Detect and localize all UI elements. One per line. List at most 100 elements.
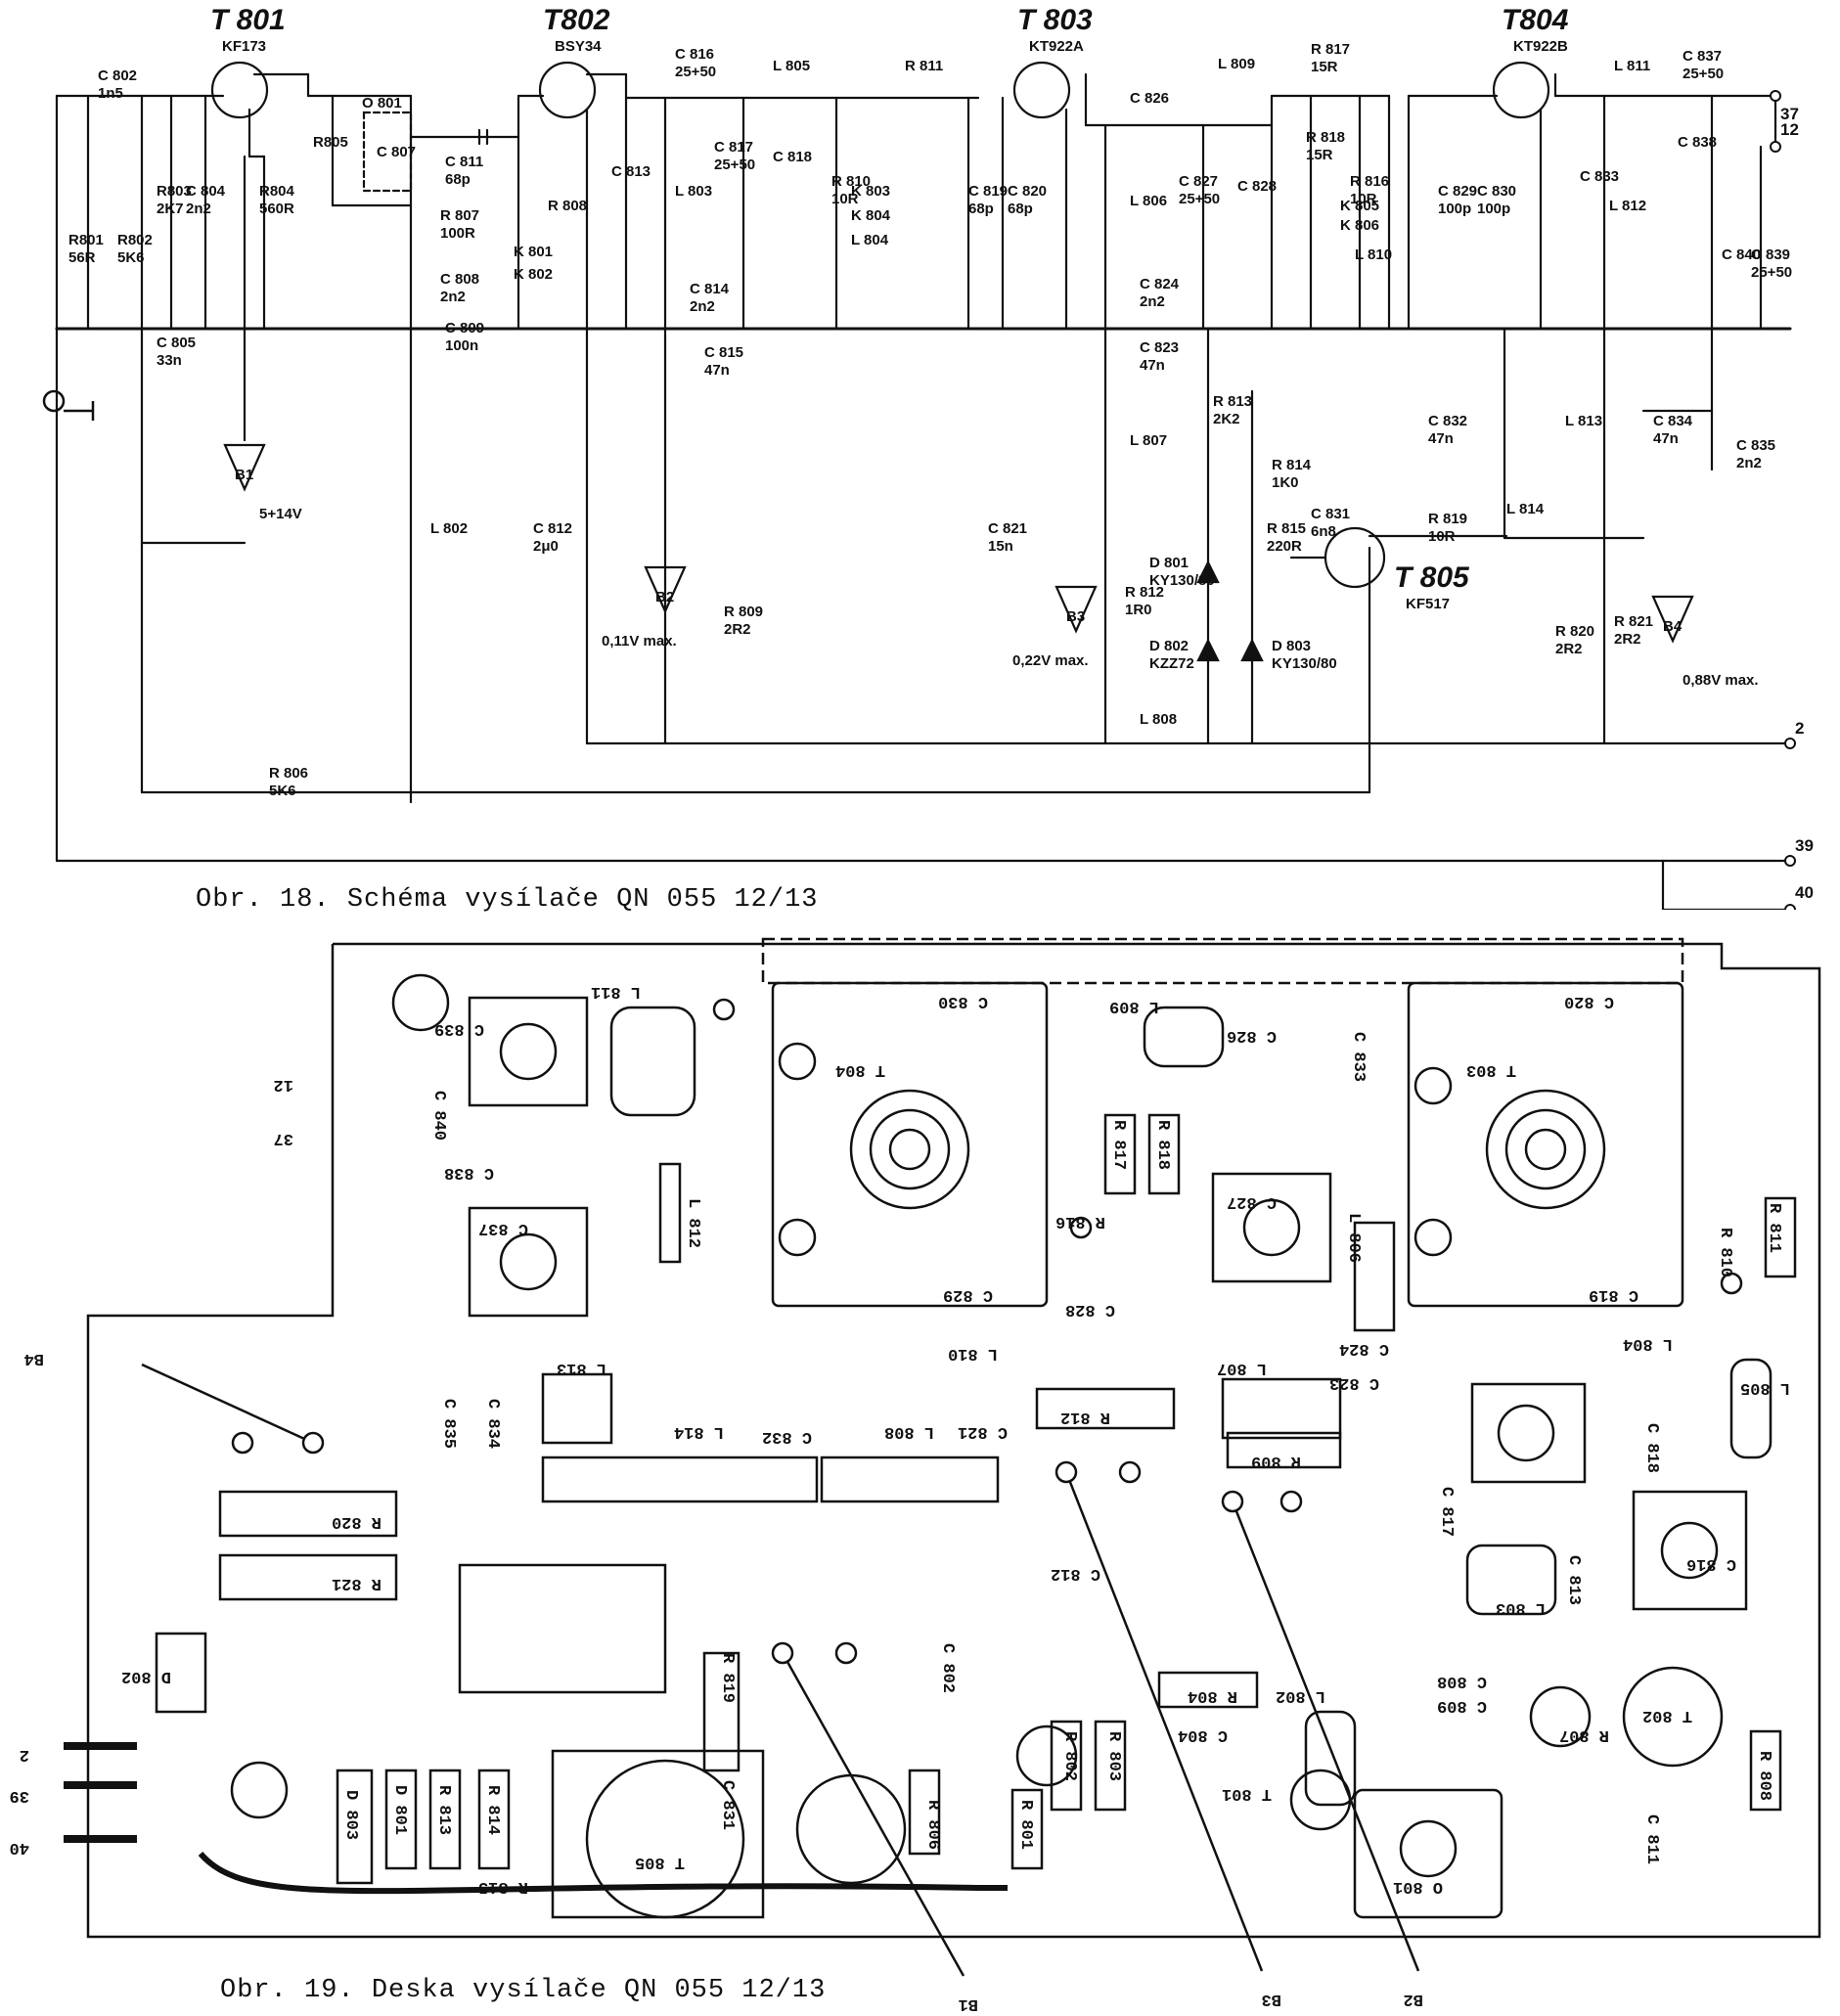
- board-label: R 817: [1109, 1120, 1128, 1170]
- board-label: L 813: [557, 1359, 606, 1377]
- component-ref: C 821: [988, 520, 1027, 537]
- component-value: 100p: [1477, 201, 1510, 217]
- board-label: C 839: [434, 1019, 484, 1038]
- board-label: R 803: [1104, 1731, 1123, 1781]
- board-label: L 804: [1623, 1334, 1673, 1353]
- component-ref: R802: [117, 232, 153, 248]
- component-ref: D 802: [1149, 638, 1189, 654]
- component-value: KY130/80: [1272, 655, 1337, 672]
- board-label: L 811: [591, 982, 641, 1001]
- component-ref: C 833: [1580, 168, 1619, 185]
- board-label: C 820: [1564, 992, 1614, 1010]
- component-ref: C 816: [675, 46, 714, 63]
- component-ref: C 828: [1237, 178, 1277, 195]
- component-ref: C 830: [1477, 183, 1516, 200]
- component-value: 2n2: [1736, 455, 1762, 471]
- board-label: L 810: [948, 1344, 998, 1363]
- component-ref: R 815: [1267, 520, 1306, 537]
- component-ref: L 807: [1130, 432, 1167, 449]
- component-value: 2R2: [1555, 641, 1583, 657]
- component-ref: C 817: [714, 139, 753, 156]
- component-ref: C 829: [1438, 183, 1477, 200]
- component-value: 2n2: [186, 201, 211, 217]
- component-value: 6n8: [1311, 523, 1336, 540]
- component-value: KZZ72: [1149, 655, 1194, 672]
- component-value: KY130/80: [1149, 572, 1215, 589]
- component-ref: K 802: [514, 266, 553, 283]
- component-value: 15R: [1311, 59, 1338, 75]
- board-label: O 801: [1393, 1877, 1443, 1896]
- component-ref: C 814: [690, 281, 730, 297]
- board-label: L 808: [884, 1422, 934, 1441]
- component-value: 56R: [68, 249, 96, 266]
- component-ref: R804: [259, 183, 295, 200]
- board-label: C 832: [762, 1427, 812, 1446]
- component-value: 2R2: [724, 621, 751, 638]
- board-label: T 803: [1466, 1060, 1516, 1079]
- board-label: T 805: [635, 1853, 685, 1871]
- component-value: 220R: [1267, 538, 1302, 555]
- component-ref: C 818: [773, 149, 812, 165]
- transistor-label: T802: [543, 4, 610, 36]
- board-label: L 812: [684, 1198, 702, 1248]
- component-ref: C 812: [533, 520, 572, 537]
- transistor-type: KT922A: [1029, 38, 1084, 55]
- component-ref: C 820: [1008, 183, 1047, 200]
- board-label: C 830: [938, 992, 988, 1010]
- board-label: R 812: [1060, 1408, 1110, 1426]
- schematic-caption: Obr. 18. Schéma vysílače QN 055 12/13: [196, 885, 819, 915]
- board-label: T 802: [1642, 1706, 1692, 1725]
- terminal-number: 37: [1780, 105, 1799, 123]
- transistor-type: KF517: [1406, 596, 1450, 612]
- component-value: 100n: [445, 337, 478, 354]
- component-ref: C 809: [445, 320, 484, 336]
- board-terminal-number: 39: [10, 1786, 29, 1805]
- board-label: C 802: [938, 1643, 957, 1693]
- component-ref: R 809: [724, 604, 763, 620]
- board-terminal-number: 40: [10, 1838, 29, 1857]
- terminal-number: 12: [1780, 120, 1799, 139]
- board-label: R 816: [1055, 1212, 1105, 1231]
- component-ref: L 805: [773, 58, 810, 74]
- board-label: C 804: [1178, 1725, 1228, 1744]
- board-label: C 813: [1564, 1555, 1583, 1605]
- component-ref: L 803: [675, 183, 712, 200]
- board-label: R 804: [1188, 1686, 1237, 1705]
- board-label: B2: [1404, 1990, 1423, 2008]
- component-value: 47n: [1428, 430, 1454, 447]
- board-label: C 821: [958, 1422, 1008, 1441]
- component-ref: O 801: [362, 95, 402, 112]
- component-ref: L 810: [1355, 246, 1392, 263]
- component-ref: C 826: [1130, 90, 1169, 107]
- board-label: R 818: [1153, 1120, 1172, 1170]
- board-label: R 813: [434, 1785, 453, 1835]
- board-label: R 814: [483, 1785, 502, 1835]
- component-value: 10R: [1428, 528, 1456, 545]
- board-label: R 801: [1016, 1800, 1035, 1850]
- component-value: 2K7: [157, 201, 184, 217]
- board-label: C 827: [1227, 1192, 1277, 1211]
- component-value: 1K0: [1272, 474, 1299, 491]
- component-ref: C 811: [445, 154, 483, 170]
- board-label: R 820: [332, 1512, 381, 1531]
- component-value: 68p: [1008, 201, 1033, 217]
- component-value: 68p: [968, 201, 994, 217]
- component-ref: C 807: [377, 144, 416, 160]
- board-label: C 828: [1065, 1300, 1115, 1319]
- component-value: 2K2: [1213, 411, 1240, 427]
- component-value: 25+50: [1179, 191, 1220, 207]
- test-point-ref: B1: [235, 467, 253, 483]
- component-ref: D 801: [1149, 555, 1189, 571]
- component-ref: C 802: [98, 67, 137, 84]
- component-value: 2R2: [1614, 631, 1641, 648]
- board-label: B4: [24, 1349, 44, 1367]
- board-terminal-number: 12: [274, 1075, 293, 1094]
- component-value: 10R: [1350, 191, 1377, 207]
- board-label: C 809: [1437, 1696, 1487, 1715]
- board-label: L 802: [1276, 1686, 1325, 1705]
- component-ref: R 810: [831, 173, 871, 190]
- component-ref: R 811: [905, 58, 943, 74]
- component-value: 5K6: [269, 783, 296, 799]
- test-point-value: 0,11V max.: [602, 633, 677, 650]
